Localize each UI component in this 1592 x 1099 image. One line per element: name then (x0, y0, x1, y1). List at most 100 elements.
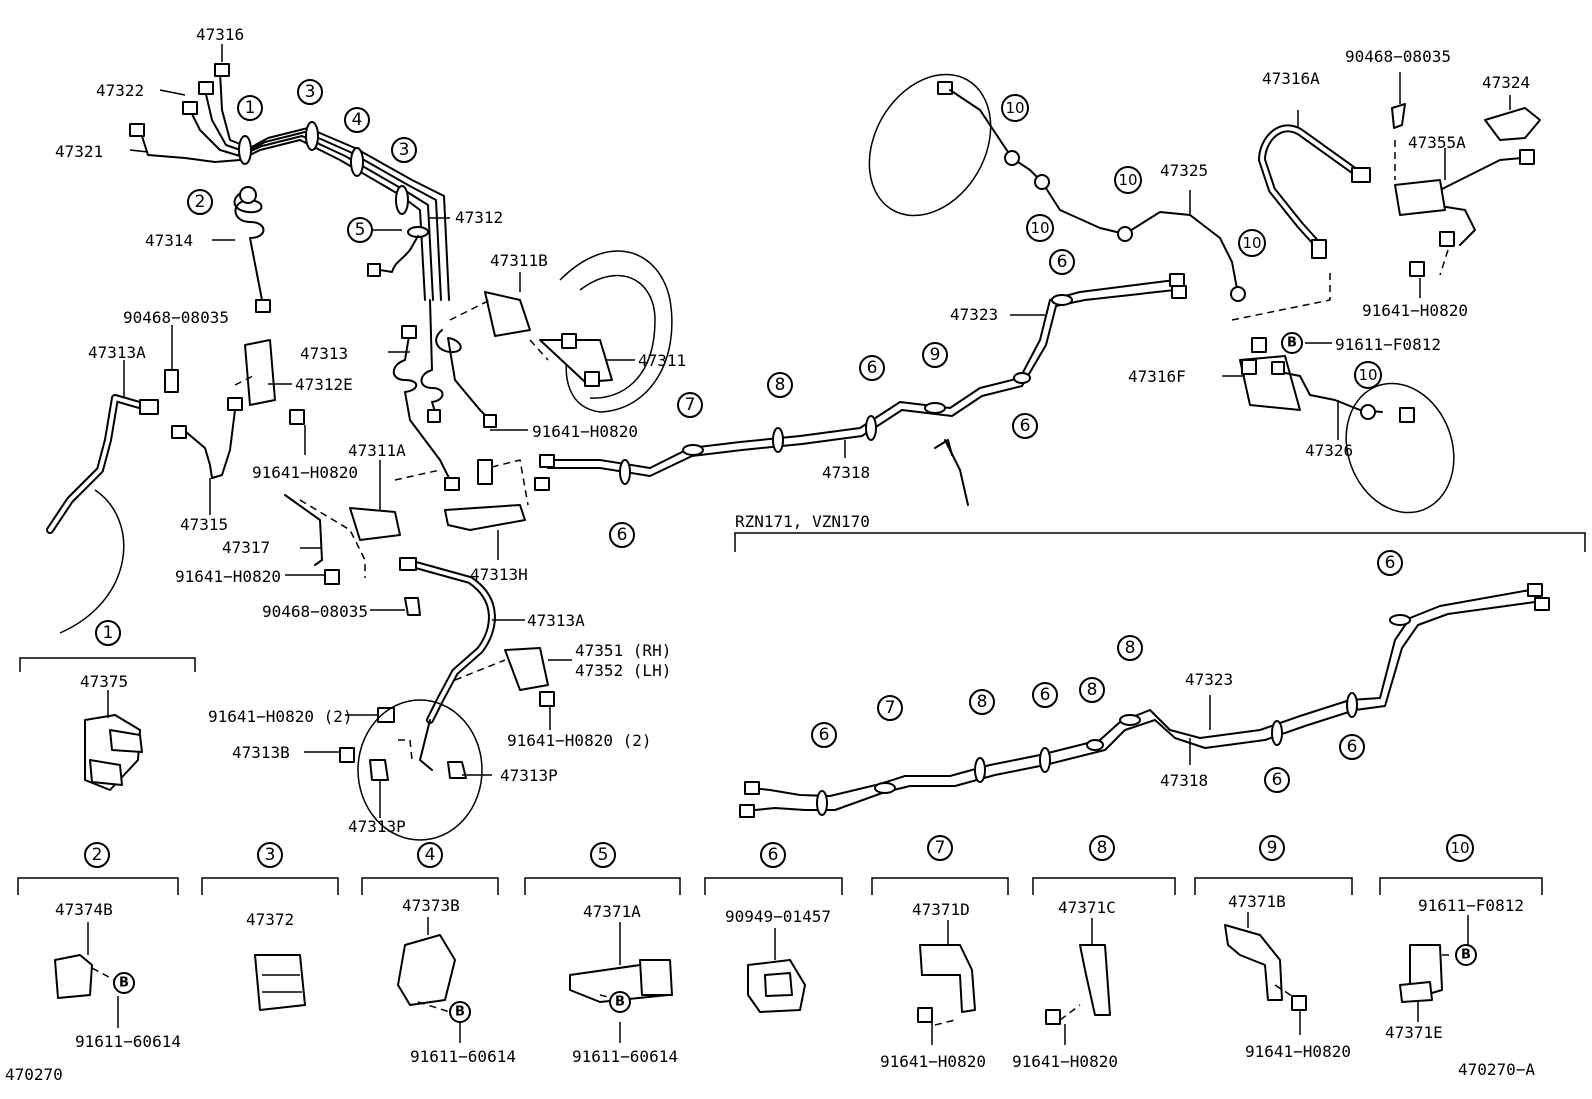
callout-10: 10 (1001, 94, 1029, 122)
callout-8: 8 (969, 689, 995, 715)
callout-3: 3 (391, 137, 417, 163)
label-47313B: 47313B (232, 743, 290, 762)
label-47323-top: 47323 (950, 305, 998, 324)
svg-text:9: 9 (930, 345, 941, 365)
svg-text:6: 6 (1385, 553, 1396, 573)
bolt-marker-b: B (1281, 332, 1303, 354)
label-91641-H0820-h: 91641−H0820 (1012, 1052, 1118, 1071)
callout-6: 6 (1049, 249, 1075, 275)
svg-text:3: 3 (265, 845, 276, 865)
callout-2: 2 (187, 189, 213, 215)
label-91611-F0812-b: 91611−F0812 (1418, 896, 1524, 915)
label-47318-top: 47318 (822, 463, 870, 482)
label-47317: 47317 (222, 538, 270, 557)
label-91641-H0820-g: 91641−H0820 (880, 1052, 986, 1071)
svg-text:5: 5 (598, 845, 609, 865)
rear-brake-tubes (534, 73, 1541, 514)
label-47371D: 47371D (912, 900, 970, 919)
callout-4: 4 (417, 842, 443, 868)
svg-text:B: B (1287, 336, 1297, 351)
variant-tubes (734, 532, 1586, 818)
svg-text:8: 8 (1097, 838, 1108, 858)
bolt-marker-b: B (609, 991, 631, 1013)
callout-10: 10 (1354, 361, 1382, 389)
label-47324: 47324 (1482, 73, 1530, 92)
svg-text:6: 6 (819, 725, 830, 745)
svg-text:6: 6 (1020, 416, 1031, 436)
svg-text:8: 8 (1087, 680, 1098, 700)
label-47316: 47316 (196, 25, 244, 44)
callout-1: 1 (95, 620, 121, 646)
callout-5: 5 (590, 842, 616, 868)
label-47321: 47321 (55, 142, 103, 161)
label-47318-low: 47318 (1160, 771, 1208, 790)
callout-1: 1 (237, 95, 263, 121)
label-47355A: 47355A (1408, 133, 1466, 152)
callout-9: 9 (922, 342, 948, 368)
svg-text:6: 6 (1347, 737, 1358, 757)
callout-7: 7 (927, 835, 953, 861)
callout-8: 8 (767, 372, 793, 398)
svg-text:8: 8 (1125, 638, 1136, 658)
label-rzn-vzn: RZN171, VZN170 (735, 512, 870, 531)
svg-text:10: 10 (1118, 171, 1137, 189)
svg-text:B: B (119, 976, 129, 991)
label-47373B: 47373B (402, 896, 460, 915)
svg-text:10: 10 (1242, 234, 1261, 252)
svg-text:6: 6 (867, 358, 878, 378)
callout-circles: 1 2 3 4 3 5 6 7 8 6 9 6 6 10 10 10 10 10… (84, 79, 1474, 868)
callout-6: 6 (859, 355, 885, 381)
front-brake-tubes (46, 63, 673, 841)
callout-3: 3 (297, 79, 323, 105)
svg-text:6: 6 (1057, 252, 1068, 272)
label-47371C: 47371C (1058, 898, 1116, 917)
label-47311: 47311 (638, 351, 686, 370)
callout-6: 6 (1032, 682, 1058, 708)
label-90468-08035-a: 90468−08035 (123, 308, 229, 327)
callout-4: 4 (344, 107, 370, 133)
callout-10: 10 (1114, 166, 1142, 194)
label-91641-H0820-e: 91641−H0820 (2) (507, 731, 652, 750)
label-47315: 47315 (180, 515, 228, 534)
svg-text:10: 10 (1358, 366, 1377, 384)
leader-lines (87, 44, 1511, 1045)
label-47371E: 47371E (1385, 1023, 1443, 1042)
label-47374B: 47374B (55, 900, 113, 919)
svg-text:9: 9 (1267, 838, 1278, 858)
svg-text:10: 10 (1030, 219, 1049, 237)
label-91641-H0820-b: 91641−H0820 (532, 422, 638, 441)
svg-text:8: 8 (775, 375, 786, 395)
callout-6: 6 (1012, 413, 1038, 439)
svg-text:4: 4 (425, 845, 436, 865)
svg-text:6: 6 (768, 845, 779, 865)
callout-5: 5 (347, 217, 373, 243)
callout-10: 10 (1446, 834, 1474, 862)
svg-text:5: 5 (355, 220, 366, 240)
label-91641-H0820-f: 91641−H0820 (1362, 301, 1468, 320)
svg-text:10: 10 (1450, 839, 1469, 857)
callout-8: 8 (1089, 835, 1115, 861)
callout-3: 3 (257, 842, 283, 868)
clamp-part-boxes (17, 657, 1543, 1026)
label-90949-01457: 90949−01457 (725, 907, 831, 926)
label-91611-60614-a: 91611−60614 (75, 1032, 181, 1051)
label-91611-F0812: 91611−F0812 (1335, 335, 1441, 354)
svg-text:1: 1 (245, 98, 256, 118)
callout-8: 8 (1079, 677, 1105, 703)
label-47322: 47322 (96, 81, 144, 100)
label-47352: 47352 (LH) (575, 661, 671, 680)
label-47311A: 47311A (348, 441, 406, 460)
diagram-code-left: 470270 (5, 1065, 63, 1084)
svg-text:8: 8 (977, 692, 988, 712)
svg-text:7: 7 (885, 698, 896, 718)
label-91611-60614-c: 91611−60614 (572, 1047, 678, 1066)
callout-6: 6 (1339, 734, 1365, 760)
label-47316A: 47316A (1262, 69, 1320, 88)
callout-6: 6 (1377, 550, 1403, 576)
label-47314: 47314 (145, 231, 193, 250)
svg-text:7: 7 (935, 838, 946, 858)
label-91641-H0820-a: 91641−H0820 (252, 463, 358, 482)
label-47313P-right: 47313P (500, 766, 558, 785)
svg-text:2: 2 (195, 192, 206, 212)
